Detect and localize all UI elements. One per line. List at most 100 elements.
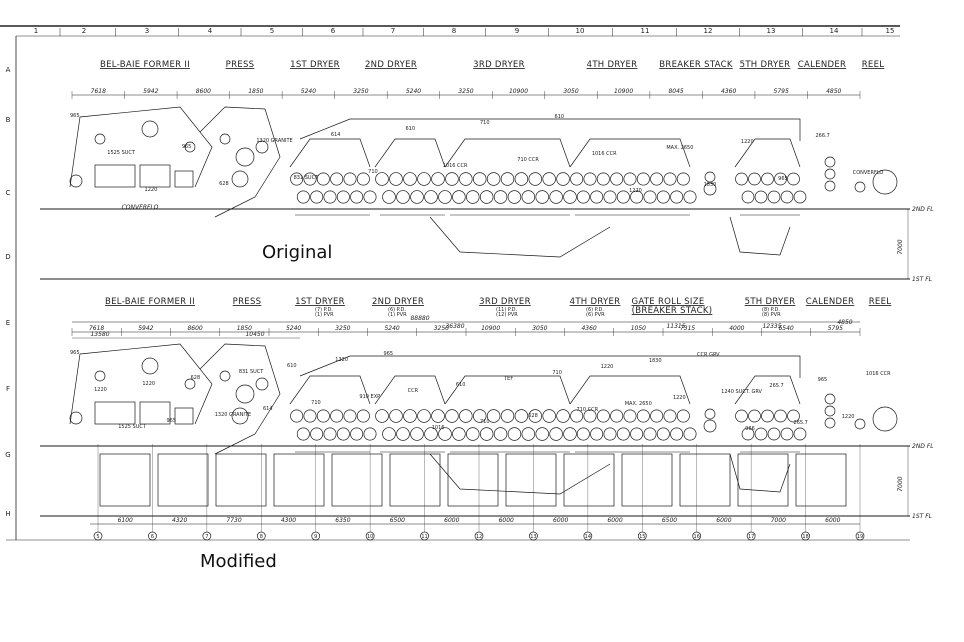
column-number: 10: [576, 27, 585, 35]
section-title: 3RD DRYER: [473, 60, 525, 70]
column-spacing: 6350: [335, 517, 350, 524]
press-roll: [255, 140, 269, 154]
dryer-can-top: [290, 172, 304, 186]
drawing-grid-frame: [0, 25, 910, 541]
overall-dimension: 13580: [90, 331, 109, 338]
roll-callout: 710 CCR: [517, 157, 539, 163]
hood-duct: [299, 355, 801, 378]
dryer-can-top: [514, 409, 529, 423]
dryer-can-top: [528, 409, 543, 423]
floor-label: 1ST FL: [912, 513, 932, 520]
felt-roll: [219, 370, 231, 382]
basement-bay: [331, 453, 383, 507]
dryer-can-top: [472, 172, 487, 186]
row-letter: H: [5, 510, 10, 518]
dimension-value: 4360: [581, 325, 596, 332]
dryer-can-bottom: [493, 427, 508, 441]
former-box: [139, 164, 171, 188]
dryer-can-top: [748, 172, 761, 186]
dryer-can-bottom: [656, 190, 670, 204]
reel-spool: [872, 169, 898, 195]
roll-callout: 1220: [842, 414, 855, 420]
calender-roll: [824, 417, 836, 429]
section-title: REEL: [869, 297, 892, 307]
overall-dimension: 36380: [445, 323, 464, 330]
hood-duct: [299, 118, 801, 141]
column-mark-number: 5: [96, 534, 99, 540]
roll-callout: 710: [480, 120, 490, 126]
roll-callout: 965: [384, 351, 394, 357]
calender-roll: [824, 156, 836, 168]
roll-callout: 628: [528, 413, 538, 419]
dryer-can-bottom: [363, 190, 377, 204]
column-mark-number: 8: [260, 534, 263, 540]
roll-callout: 1220: [145, 187, 158, 193]
column-number: 15: [886, 27, 895, 35]
roll-callout: 1016: [432, 425, 445, 431]
column-mark-number: 14: [585, 534, 591, 540]
section-title: GATE ROLL SIZE: [631, 297, 704, 307]
dryer-can-bottom: [438, 427, 452, 441]
basement-bay: [737, 453, 789, 507]
dryer-can-bottom: [310, 190, 324, 204]
section-title: BREAKER STACK: [659, 60, 733, 70]
section-note: (1) PVR: [388, 312, 407, 318]
dryer-can-top: [417, 172, 431, 186]
dimension-value: 8600: [187, 325, 202, 332]
dryer-can-top: [570, 172, 584, 186]
breaker-stack-roll: [704, 171, 716, 183]
dryer-can-top: [774, 172, 787, 186]
dryer-can-top: [472, 409, 487, 423]
dryer-can-bottom: [424, 190, 438, 204]
press-roll: [231, 170, 249, 188]
original-caption: Original: [262, 242, 333, 263]
dryer-can-bottom: [643, 190, 657, 204]
dryer-can-bottom: [754, 427, 768, 441]
dimension-value: 5240: [286, 325, 301, 332]
dimension-value: 5795: [774, 88, 789, 95]
dryer-can-bottom: [410, 190, 424, 204]
dryer-can-top: [676, 409, 690, 423]
basement-bay: [679, 453, 731, 507]
dryer-can-top: [417, 409, 431, 423]
column-mark-number: 12: [476, 534, 482, 540]
dimension-value: 4850: [826, 88, 841, 95]
basement-bay: [563, 453, 615, 507]
roll-callout: 1320: [335, 357, 348, 363]
dryer-can-bottom: [630, 427, 644, 441]
dryer-can-bottom: [616, 427, 630, 441]
dryer-felt: [734, 375, 801, 405]
dryer-can-top: [375, 409, 389, 423]
roll-callout: 628: [191, 375, 201, 381]
column-number: 9: [515, 27, 519, 35]
dimension-value: 5942: [143, 88, 158, 95]
section-title: 4TH DRYER: [570, 297, 621, 307]
dryer-can-bottom: [479, 190, 494, 204]
section-title: BEL-BAIE FORMER II: [100, 60, 190, 70]
dryer-can-top: [596, 409, 610, 423]
dryer-can-bottom: [767, 427, 781, 441]
dryer-can-top: [636, 172, 650, 186]
breaker-stack-roll: [703, 419, 717, 433]
dryer-can-top: [748, 409, 761, 423]
dryer-can-bottom: [590, 427, 604, 441]
guide-roll: [94, 133, 106, 145]
dryer-can-bottom: [336, 427, 350, 441]
dryer-can-top: [787, 172, 800, 186]
dryer-can-bottom: [535, 190, 549, 204]
column-spacing: 4300: [281, 517, 296, 524]
section-title: 4TH DRYER: [587, 60, 638, 70]
section-title: 5TH DRYER: [740, 60, 791, 70]
dryer-can-top: [735, 172, 748, 186]
dryer-can-top: [556, 172, 570, 186]
column-spacing: 6000: [716, 517, 731, 524]
column-spacing: 6100: [118, 517, 133, 524]
dryer-can-bottom: [466, 190, 480, 204]
roll-callout: 610: [555, 114, 565, 120]
row-letter: B: [6, 116, 11, 124]
modified-machine-layout: [40, 321, 910, 541]
section-title: 1ST DRYER: [295, 297, 345, 307]
guide-roll: [184, 378, 196, 390]
